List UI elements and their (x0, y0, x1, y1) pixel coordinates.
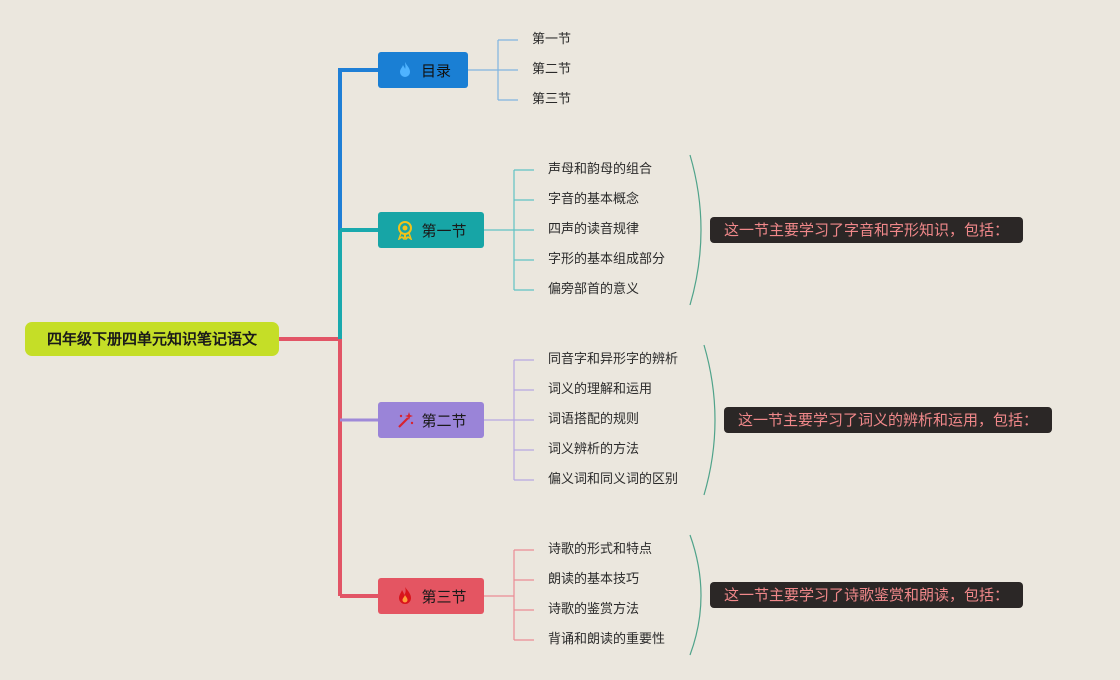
summary-section-1[interactable]: 这一节主要学习了字音和字形知识，包括： (710, 217, 1024, 243)
leaf-s1-1[interactable]: 声母和韵母的组合 (548, 162, 653, 177)
branch-section-3[interactable]: 第三节 (378, 578, 484, 614)
branch-section-2[interactable]: 第二节 (378, 402, 484, 438)
summary-brace-1 (689, 154, 702, 306)
branch-section-2-label: 第二节 (421, 411, 467, 430)
leaf-contents-2[interactable]: 第二节 (532, 62, 572, 77)
branch-section-1-label: 第一节 (421, 221, 467, 240)
fire-icon (395, 586, 415, 606)
leaf-contents-3[interactable]: 第三节 (532, 92, 572, 107)
leaf-s1-4[interactable]: 字形的基本组成部分 (548, 252, 666, 267)
branch-contents-label: 目录 (420, 61, 451, 80)
leaf-s1-2[interactable]: 字音的基本概念 (548, 192, 640, 207)
flame-icon (395, 60, 415, 80)
magic-wand-icon (395, 410, 415, 430)
leaf-s2-5[interactable]: 偏义词和同义词的区别 (548, 472, 679, 487)
summary-brace-2 (703, 344, 716, 496)
leaf-s3-3[interactable]: 诗歌的鉴赏方法 (548, 602, 640, 617)
leaf-s2-3[interactable]: 词语搭配的规则 (548, 412, 640, 427)
branch-contents[interactable]: 目录 (378, 52, 468, 88)
leaf-s2-4[interactable]: 词义辨析的方法 (548, 442, 640, 457)
medal-icon (395, 220, 415, 240)
leaf-s1-3[interactable]: 四声的读音规律 (548, 222, 640, 237)
leaf-contents-1[interactable]: 第一节 (532, 32, 572, 47)
leaf-s2-1[interactable]: 同音字和异形字的辨析 (548, 352, 679, 367)
leaf-s2-2[interactable]: 词义的理解和运用 (548, 382, 653, 397)
leaf-s3-2[interactable]: 朗读的基本技巧 (548, 572, 640, 587)
summary-brace-3 (689, 534, 702, 656)
summary-section-2[interactable]: 这一节主要学习了词义的辨析和运用，包括： (724, 407, 1053, 433)
branch-section-3-label: 第三节 (421, 587, 467, 606)
summary-section-3[interactable]: 这一节主要学习了诗歌鉴赏和朗读，包括： (710, 582, 1024, 608)
root-topic[interactable]: 四年级下册四单元知识笔记语文 (25, 322, 279, 356)
leaf-s3-1[interactable]: 诗歌的形式和特点 (548, 542, 653, 557)
leaf-s3-4[interactable]: 背诵和朗读的重要性 (548, 632, 666, 647)
branch-section-1[interactable]: 第一节 (378, 212, 484, 248)
leaf-s1-5[interactable]: 偏旁部首的意义 (548, 282, 640, 297)
